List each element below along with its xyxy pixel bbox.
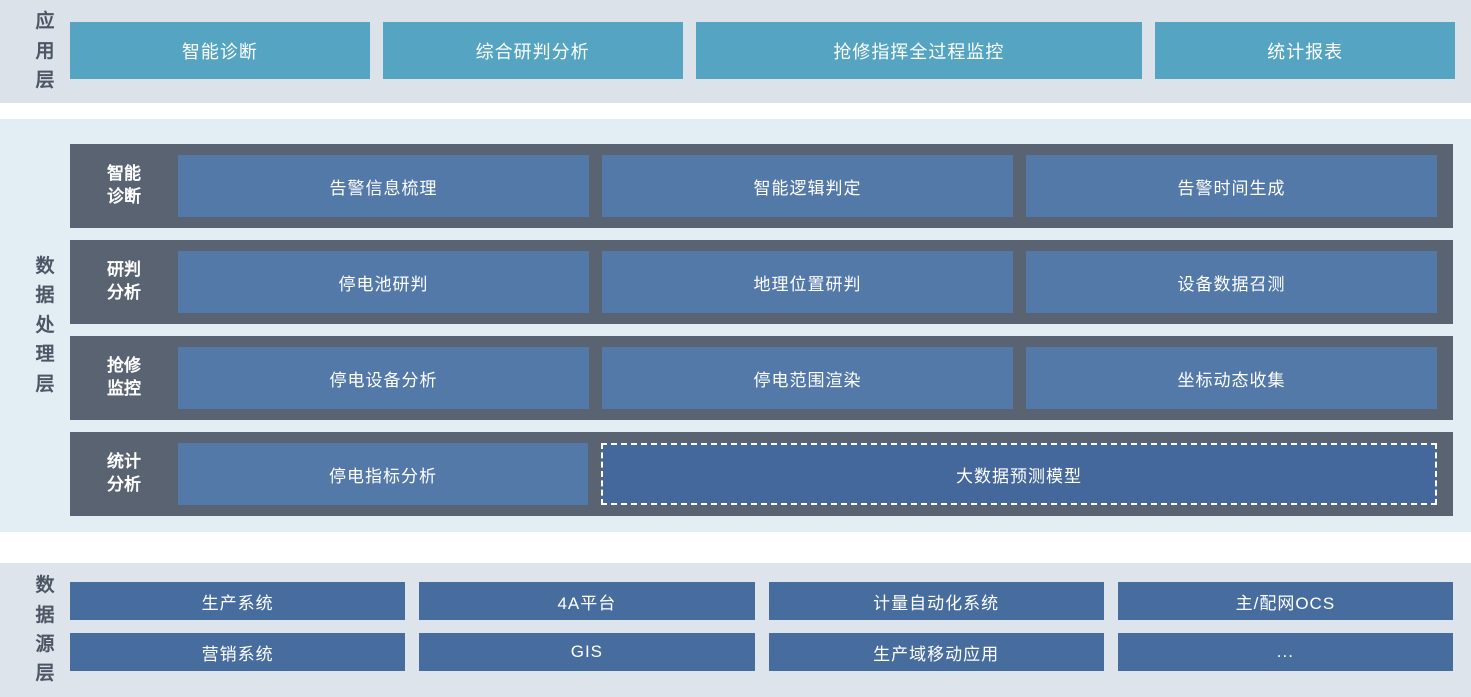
source-block-marketing-system: 营销系统 xyxy=(70,633,406,671)
source-layer-grid: 生产系统 4A平台 计量自动化系统 主/配网OCS 营销系统 GIS 生产域移动… xyxy=(70,582,1453,671)
proc-block-outage-indicator-analysis: 停电指标分析 xyxy=(178,443,588,505)
row-label: 抢修监控 xyxy=(107,356,141,398)
processing-row-analysis: 研判分析 停电池研判 地理位置研判 设备数据召测 xyxy=(70,240,1453,324)
application-layer-label: 应用层 xyxy=(35,11,55,92)
app-block-statistical-reports: 统计报表 xyxy=(1155,22,1456,79)
processing-row-repair-monitoring: 抢修监控 停电设备分析 停电范围渲染 坐标动态收集 xyxy=(70,336,1453,420)
row-label-box: 研判分析 xyxy=(70,259,178,305)
source-block-gis: GIS xyxy=(419,633,755,671)
source-block-production-system: 生产系统 xyxy=(70,582,406,620)
proc-block-outage-battery-analysis: 停电池研判 xyxy=(178,251,589,313)
row-label-box: 智能诊断 xyxy=(70,163,178,209)
row-blocks: 停电池研判 地理位置研判 设备数据召测 xyxy=(178,251,1453,313)
processing-layer-band: 数据处理层 智能诊断 告警信息梳理 智能逻辑判定 告警时间生成 研判分析 停电池… xyxy=(0,119,1471,532)
proc-block-geographic-location-analysis: 地理位置研判 xyxy=(602,251,1013,313)
source-block-ellipsis: ... xyxy=(1117,633,1453,671)
app-block-intelligent-diagnosis: 智能诊断 xyxy=(70,22,370,79)
application-layer-label-box: 应用层 xyxy=(20,0,70,103)
proc-block-outage-device-analysis: 停电设备分析 xyxy=(178,347,589,409)
row-blocks: 停电指标分析 大数据预测模型 xyxy=(178,443,1453,505)
source-block-production-mobile-app: 生产域移动应用 xyxy=(768,633,1104,671)
source-layer-label: 数据源层 xyxy=(35,575,55,685)
application-layer-band: 应用层 智能诊断 综合研判分析 抢修指挥全过程监控 统计报表 xyxy=(0,0,1471,103)
source-layer-label-box: 数据源层 xyxy=(20,563,70,697)
proc-block-device-data-measurement: 设备数据召测 xyxy=(1026,251,1437,313)
source-block-metering-automation-system: 计量自动化系统 xyxy=(768,582,1104,620)
app-block-comprehensive-analysis: 综合研判分析 xyxy=(382,22,683,79)
processing-layer-rows: 智能诊断 告警信息梳理 智能逻辑判定 告警时间生成 研判分析 停电池研判 地理位… xyxy=(70,144,1453,528)
proc-block-outage-range-rendering: 停电范围渲染 xyxy=(602,347,1013,409)
row-label: 研判分析 xyxy=(107,260,141,302)
processing-layer-label-box: 数据处理层 xyxy=(20,119,70,532)
row-label: 统计分析 xyxy=(107,452,141,494)
processing-row-statistics: 统计分析 停电指标分析 大数据预测模型 xyxy=(70,432,1453,516)
proc-block-coordinate-dynamic-collection: 坐标动态收集 xyxy=(1026,347,1437,409)
source-block-main-distribution-ocs: 主/配网OCS xyxy=(1117,582,1453,620)
source-block-4a-platform: 4A平台 xyxy=(419,582,755,620)
source-layer-band: 数据源层 生产系统 4A平台 计量自动化系统 主/配网OCS 营销系统 GIS … xyxy=(0,563,1471,697)
row-blocks: 告警信息梳理 智能逻辑判定 告警时间生成 xyxy=(178,155,1453,217)
row-label-box: 抢修监控 xyxy=(70,355,178,401)
row-label: 智能诊断 xyxy=(107,164,141,206)
row-blocks: 停电设备分析 停电范围渲染 坐标动态收集 xyxy=(178,347,1453,409)
proc-block-alarm-time-generation: 告警时间生成 xyxy=(1026,155,1437,217)
proc-block-big-data-prediction-model: 大数据预测模型 xyxy=(600,443,1437,505)
proc-block-intelligent-logic-judgment: 智能逻辑判定 xyxy=(602,155,1013,217)
processing-row-diagnosis: 智能诊断 告警信息梳理 智能逻辑判定 告警时间生成 xyxy=(70,144,1453,228)
row-label-box: 统计分析 xyxy=(70,451,178,497)
proc-block-alarm-info-sorting: 告警信息梳理 xyxy=(178,155,589,217)
app-block-repair-command-monitoring: 抢修指挥全过程监控 xyxy=(695,22,1143,79)
processing-layer-label: 数据处理层 xyxy=(35,255,55,395)
application-layer-buttons: 智能诊断 综合研判分析 抢修指挥全过程监控 统计报表 xyxy=(70,22,1456,79)
